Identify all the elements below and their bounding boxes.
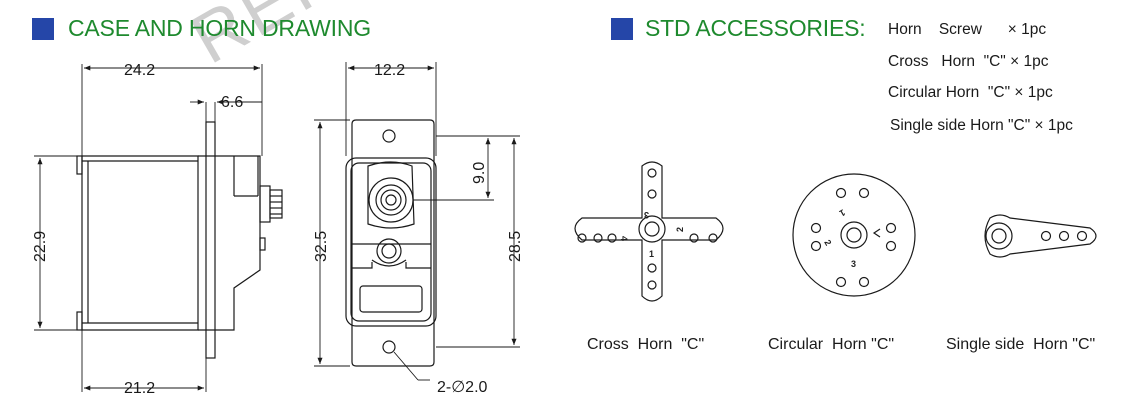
dimension-lines xyxy=(34,62,520,392)
accessory-item-screw: Horn Screw × 1pc xyxy=(888,21,1047,38)
dim-top-width: 24.2 xyxy=(124,62,155,79)
dim-height-front: 32.5 xyxy=(313,231,330,262)
cross-horn-number-left: 4 xyxy=(619,236,629,241)
circular-horn-number-3: 3 xyxy=(851,259,856,269)
dim-front-width: 12.2 xyxy=(374,62,405,79)
dim-shaft-offset: 9.0 xyxy=(471,162,488,184)
front-view xyxy=(345,119,437,367)
case-section-title: CASE AND HORN DRAWING xyxy=(68,15,371,41)
accessory-item-circular-horn: Circular Horn "C" × 1pc xyxy=(888,84,1053,101)
dim-hole: 2-∅2.0 xyxy=(437,379,488,396)
dim-bottom-width: 21.2 xyxy=(124,380,155,397)
caption-single-horn: Single side Horn "C" xyxy=(946,336,1096,353)
side-view xyxy=(76,121,283,359)
caption-circular-horn: Circular Horn "C" xyxy=(768,336,895,353)
accessory-item-cross-horn: Cross Horn "C" × 1pc xyxy=(888,53,1049,70)
dim-height-right: 28.5 xyxy=(507,231,524,262)
cross-horn-number-right: 2 xyxy=(675,227,685,232)
caption-cross-horn: Cross Horn "C" xyxy=(587,336,705,353)
single-side-horn xyxy=(984,214,1097,258)
cross-horn-number-bottom: 1 xyxy=(649,249,654,259)
accessories-section-marker-icon xyxy=(611,18,633,40)
accessory-item-single-horn: Single side Horn "C" × 1pc xyxy=(890,117,1073,134)
circular-horn-number-2: 2 xyxy=(822,238,833,247)
circular-horn xyxy=(792,173,916,297)
dim-height-side: 22.9 xyxy=(32,231,49,262)
circular-horn-number-1: 1 xyxy=(838,207,847,218)
cross-horn xyxy=(574,161,724,302)
accessories-section-title: STD ACCESSORIES: xyxy=(645,15,866,41)
case-section-marker-icon xyxy=(32,18,54,40)
dim-offset: 6.6 xyxy=(221,94,243,111)
cross-horn-number-top: 3 xyxy=(644,210,649,220)
